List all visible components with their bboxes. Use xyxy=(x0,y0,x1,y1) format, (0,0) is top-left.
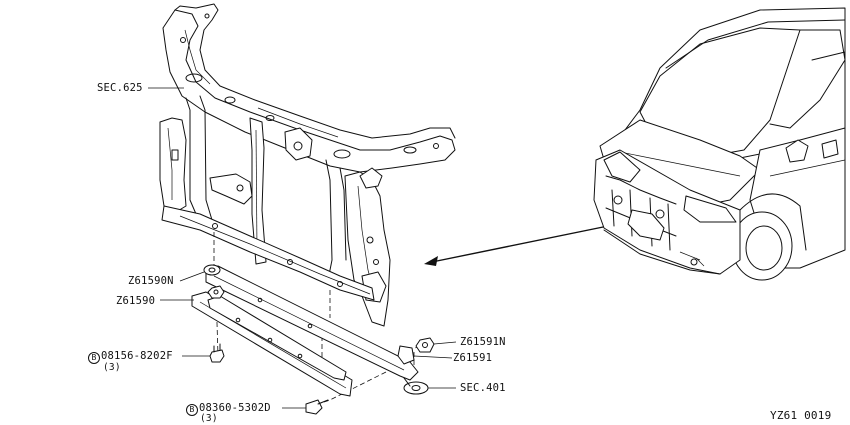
bolt-part-number: 08360-5302D xyxy=(199,402,271,414)
leader-lines xyxy=(148,87,457,409)
bolt-part-number: 08156-8202F xyxy=(101,350,173,362)
diagram-code: YZ61 0019 xyxy=(770,409,832,422)
fasteners xyxy=(207,285,435,415)
callout-sec401: SEC.401 xyxy=(460,382,506,394)
callout-z61591: Z61591 xyxy=(453,352,493,364)
callout-bolt-08156-qty: (3) xyxy=(103,362,121,373)
callout-z61590: Z61590 xyxy=(116,295,156,307)
vehicle-illustration xyxy=(593,7,846,281)
callout-bolt-08360-qty: (3) xyxy=(200,413,218,424)
radiator-core-support xyxy=(159,3,456,327)
bolt-symbol: B xyxy=(186,404,198,416)
reinforcement-bar xyxy=(191,264,429,397)
bolt-symbol: B xyxy=(88,352,100,364)
location-arrow xyxy=(424,225,609,266)
callout-z61591n: Z61591N xyxy=(460,336,506,348)
callout-sec625: SEC.625 xyxy=(97,82,143,94)
callout-z61590n: Z61590N xyxy=(128,275,174,287)
